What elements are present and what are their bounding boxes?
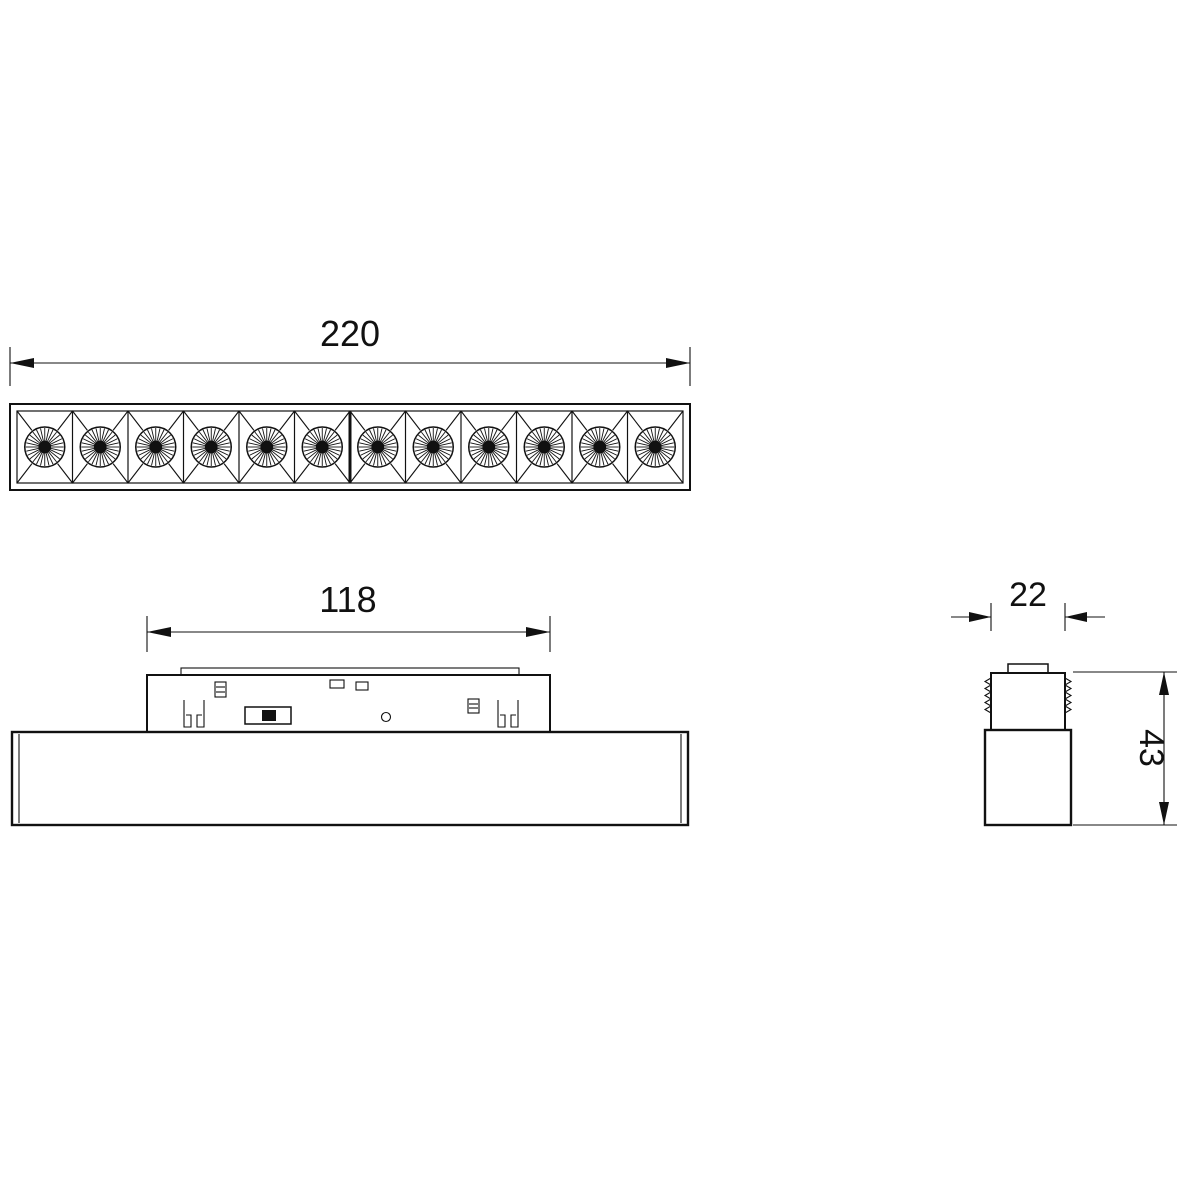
arrowhead-left: [147, 627, 171, 637]
housing-outline: [9, 403, 691, 491]
track-slot-line: [180, 667, 520, 676]
arrowhead-right: [666, 358, 690, 368]
led-cell: [293, 410, 351, 484]
led-cell: [571, 410, 629, 484]
led-cell-array: [16, 410, 684, 484]
led-cell: [16, 410, 74, 484]
side-view: 22 43: [951, 576, 1177, 827]
arrowhead-left: [969, 612, 991, 622]
top-slot-b: [355, 681, 369, 691]
body-outline: [10, 730, 690, 827]
side-body-outline: [983, 728, 1073, 827]
arrowhead-top: [1159, 672, 1169, 695]
screw-hole: [380, 711, 392, 723]
led-cell: [182, 410, 240, 484]
dimension-height: 43: [1073, 671, 1177, 826]
dimension-track-length: 118: [146, 579, 551, 652]
led-cell: [71, 410, 129, 484]
adapter-outline: [146, 674, 551, 733]
track-length-label: 118: [319, 579, 376, 620]
dip-switch-outline: [244, 706, 292, 725]
arrowhead-bottom: [1159, 802, 1169, 825]
led-cell: [349, 410, 407, 484]
left-clip-b: [196, 700, 205, 728]
arrowhead-left: [10, 358, 34, 368]
right-grip-teeth: [1063, 677, 1073, 714]
height-label: 43: [1132, 729, 1170, 767]
overall-length-label: 220: [320, 313, 380, 354]
left-component: [214, 681, 227, 698]
top-slot-a: [329, 679, 345, 689]
width-label: 22: [1009, 576, 1047, 614]
dimension-overall-length: 220: [9, 313, 691, 386]
arrowhead-right: [1065, 612, 1087, 622]
dimension-width: 22: [951, 576, 1105, 631]
led-cell: [515, 410, 573, 484]
arrowhead-right: [526, 627, 550, 637]
led-cell: [404, 410, 462, 484]
left-clip-a: [183, 700, 192, 728]
left-grip-teeth: [983, 677, 993, 714]
top-view: 220: [9, 313, 691, 491]
adapter-cap: [1007, 663, 1049, 674]
led-cell: [460, 410, 518, 484]
led-cell: [238, 410, 296, 484]
right-clip-a: [497, 700, 506, 728]
led-cell: [626, 410, 684, 484]
front-view: 118: [10, 579, 690, 827]
right-clip-b: [510, 700, 519, 728]
side-adapter-outline: [990, 672, 1066, 731]
led-cell: [127, 410, 185, 484]
right-component: [467, 698, 480, 714]
dip-switch-knob: [262, 710, 276, 721]
